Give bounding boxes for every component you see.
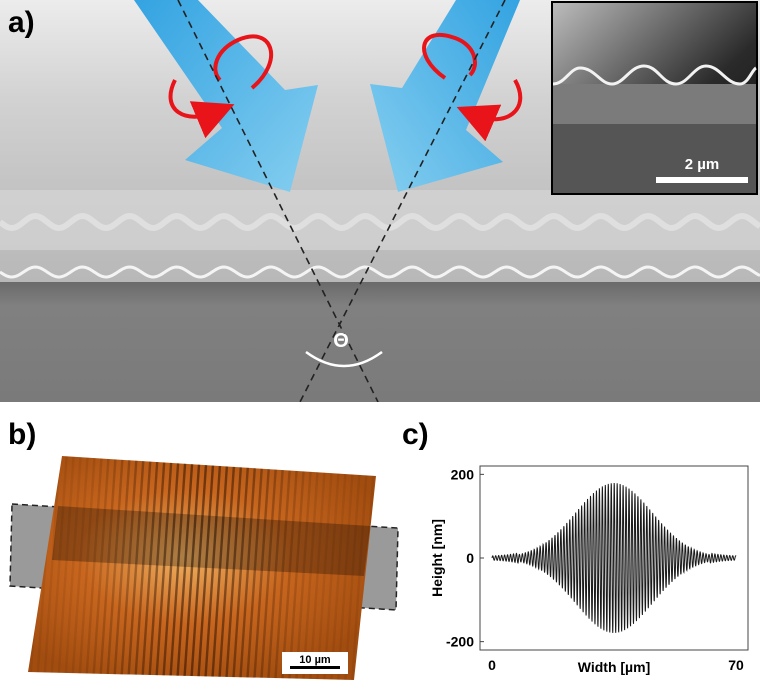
panel-c: -200 0 200 0 70 Width [µm] Height [nm] c) [402, 410, 760, 686]
afm-stripe [238, 456, 258, 680]
y-tick-label: -200 [446, 634, 474, 650]
panel-b: 10 µm b) [0, 410, 420, 686]
afm-stripe [245, 456, 265, 680]
afm-stripe [329, 456, 349, 680]
afm-image: 10 µm [9, 456, 399, 680]
panel-a-label: a) [8, 6, 35, 39]
left-rotation-arrow [168, 34, 273, 116]
afm-stripe [252, 456, 272, 680]
height-profile-trace [491, 483, 737, 633]
afm-stripe [133, 456, 153, 680]
afm-stripe [336, 456, 356, 680]
inset-scale-label: 2 µm [685, 156, 720, 173]
right-rotation-arrow [422, 32, 523, 119]
afm-surface [28, 456, 376, 680]
afm-stripe [84, 456, 104, 680]
angle-symbol: Θ [333, 330, 349, 352]
afm-scale-bar [290, 666, 340, 669]
afm-stripe [175, 456, 195, 680]
afm-stripe [301, 456, 321, 680]
afm-stripe [182, 456, 202, 680]
afm-stripe [350, 456, 370, 680]
x-axis-label: Width [µm] [578, 659, 650, 675]
afm-stripe [259, 456, 279, 680]
afm-stripe [119, 456, 139, 680]
afm-stripe [77, 456, 97, 680]
afm-stripe [217, 456, 237, 680]
right-beam-axis [299, 0, 506, 403]
blurred-grating-band [0, 190, 760, 250]
afm-scale-label: 10 µm [299, 654, 331, 666]
panel-b-label: b) [8, 418, 37, 451]
sem-image: Θ 2 µm [0, 0, 760, 403]
afm-stripe [266, 456, 286, 680]
right-laser-beam [370, 0, 520, 192]
afm-stripe [231, 456, 251, 680]
y-axis-ticks: -200 0 200 [446, 466, 484, 650]
afm-stripe [140, 456, 160, 680]
afm-stripe [343, 456, 363, 680]
afm-stripe [147, 456, 167, 680]
afm-stripe [161, 456, 181, 680]
afm-stripe [287, 456, 307, 680]
y-axis-label: Height [nm] [429, 519, 445, 597]
height-profile-chart: -200 0 200 0 70 Width [µm] Height [nm] [429, 465, 749, 675]
afm-stripe [154, 456, 174, 680]
afm-stripe [105, 456, 125, 680]
y-tick-label: 200 [451, 466, 475, 482]
afm-stripe [308, 456, 328, 680]
afm-stripe [322, 456, 342, 680]
afm-stripe [203, 456, 223, 680]
left-beam-axis [177, 0, 379, 403]
x-axis-ticks: 0 70 [488, 657, 744, 673]
afm-stripe [63, 456, 83, 680]
afm-stripe [224, 456, 244, 680]
afm-stripe [196, 456, 216, 680]
panel-a: Θ 2 µm a) [0, 0, 760, 403]
angle-arc [305, 350, 383, 368]
grating-profile [0, 265, 760, 279]
afm-stripe [70, 456, 90, 680]
y-tick-label: 0 [466, 550, 474, 566]
grating-profile-blurred [0, 212, 760, 232]
inset-scale-bar [656, 177, 748, 183]
panel-c-label: c) [402, 418, 429, 451]
x-tick-label: 0 [488, 657, 496, 673]
sem-inset: 2 µm [551, 1, 758, 195]
afm-stripe [189, 456, 209, 680]
afm-stripe [294, 456, 314, 680]
afm-stripe [98, 456, 118, 680]
afm-stripe [112, 456, 132, 680]
afm-stripe [126, 456, 146, 680]
afm-stripe [210, 456, 230, 680]
sem-substrate [0, 282, 760, 402]
afm-grating-stripes [28, 456, 376, 680]
afm-stripe [315, 456, 335, 680]
afm-stripe [42, 456, 62, 680]
afm-stripe [280, 456, 300, 680]
afm-stripe [49, 456, 69, 680]
afm-stripe [273, 456, 293, 680]
inset-grating-profile [552, 64, 757, 86]
afm-stripe [91, 456, 111, 680]
afm-stripe [56, 456, 76, 680]
measurement-region-overlay [52, 506, 370, 576]
x-tick-label: 70 [728, 657, 744, 673]
afm-stripe [168, 456, 188, 680]
